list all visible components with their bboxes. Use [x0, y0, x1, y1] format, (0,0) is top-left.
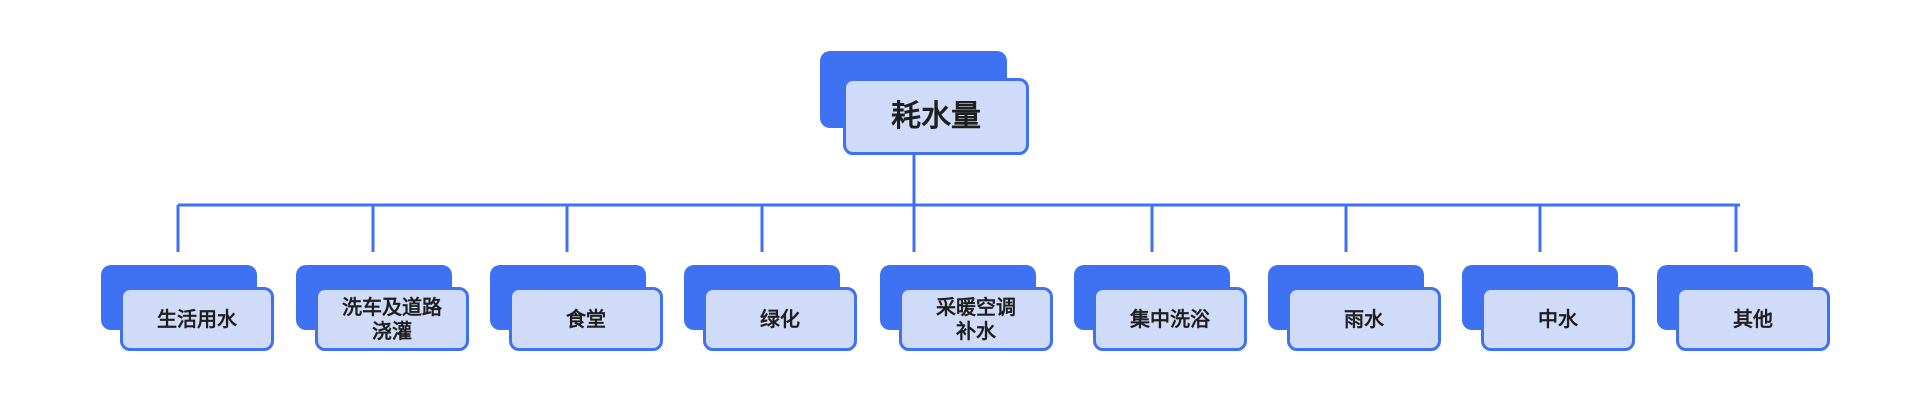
child-node: 雨水	[1268, 265, 1441, 351]
root-node-label: 耗水量	[843, 78, 1029, 155]
child-node: 生活用水	[101, 265, 274, 351]
child-node-label: 中水	[1481, 287, 1635, 351]
child-node: 绿化	[684, 265, 857, 351]
child-node-label: 集中洗浴	[1093, 287, 1247, 351]
child-node-label: 雨水	[1287, 287, 1441, 351]
child-node-label: 食堂	[509, 287, 663, 351]
child-node: 集中洗浴	[1074, 265, 1247, 351]
child-node-label: 生活用水	[120, 287, 274, 351]
child-node-label: 其他	[1676, 287, 1830, 351]
root-node: 耗水量	[820, 51, 1029, 155]
child-node-label: 绿化	[703, 287, 857, 351]
child-node-label: 采暖空调 补水	[899, 287, 1053, 351]
child-node: 中水	[1462, 265, 1635, 351]
child-node-label: 洗车及道路 浇灌	[315, 287, 469, 351]
child-node: 食堂	[490, 265, 663, 351]
child-node: 采暖空调 补水	[880, 265, 1053, 351]
child-node: 其他	[1657, 265, 1830, 351]
child-node: 洗车及道路 浇灌	[296, 265, 469, 351]
